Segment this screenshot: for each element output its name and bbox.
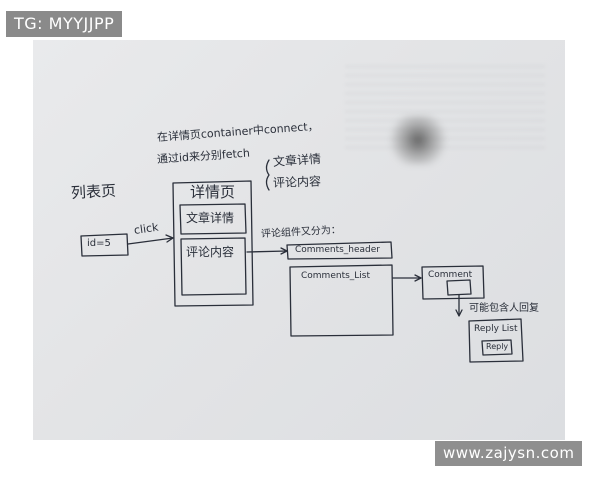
watermark-bottom-right: www.zajysn.com xyxy=(435,441,583,466)
blur-patch xyxy=(388,115,448,165)
comments-list-box xyxy=(289,264,394,337)
id-box xyxy=(80,233,129,257)
list-to-comment-arrow-head xyxy=(414,274,422,282)
click-label: click xyxy=(133,220,160,237)
watermark-top-left: TG: MYYJJPP xyxy=(6,11,123,37)
comments-header-label: Comments_header xyxy=(295,245,380,255)
fetch-bracket xyxy=(265,159,270,191)
comment-inner-box xyxy=(446,279,472,296)
reply-box xyxy=(481,339,513,356)
reply-list-box xyxy=(468,318,524,363)
sketch-ink-lines xyxy=(80,159,524,363)
comment-arrow xyxy=(246,250,288,253)
detail-page-title: 详情页 xyxy=(190,183,236,201)
click-arrow-head xyxy=(165,234,174,243)
list-page-title: 列表页 xyxy=(70,181,117,202)
comment-down-arrow-head xyxy=(455,309,463,317)
article-detail-box xyxy=(179,203,247,235)
reply-label: Reply xyxy=(486,342,509,351)
comments-header-box xyxy=(286,241,393,260)
detail-page-outer-box xyxy=(172,180,254,307)
fetch-article-label: 文章详情 xyxy=(272,151,322,169)
fetch-comments-label: 评论内容 xyxy=(272,174,322,190)
comment-content-label: 评论内容 xyxy=(186,245,235,259)
reply-list-label: Reply List xyxy=(474,324,518,334)
comment-box xyxy=(421,265,485,300)
comment-content-box xyxy=(180,237,247,296)
sketch-photo: 在详情页container中connect， 通过id来分别fetch 文章详情… xyxy=(33,40,565,440)
comments-list-label: Comments_List xyxy=(301,271,371,281)
reply-note: 可能包含人回复 xyxy=(469,303,539,314)
comment-label: Comment xyxy=(428,270,473,280)
click-arrow xyxy=(127,237,174,245)
id-label: id=5 xyxy=(87,238,111,249)
article-detail-label: 文章详情 xyxy=(186,211,235,225)
